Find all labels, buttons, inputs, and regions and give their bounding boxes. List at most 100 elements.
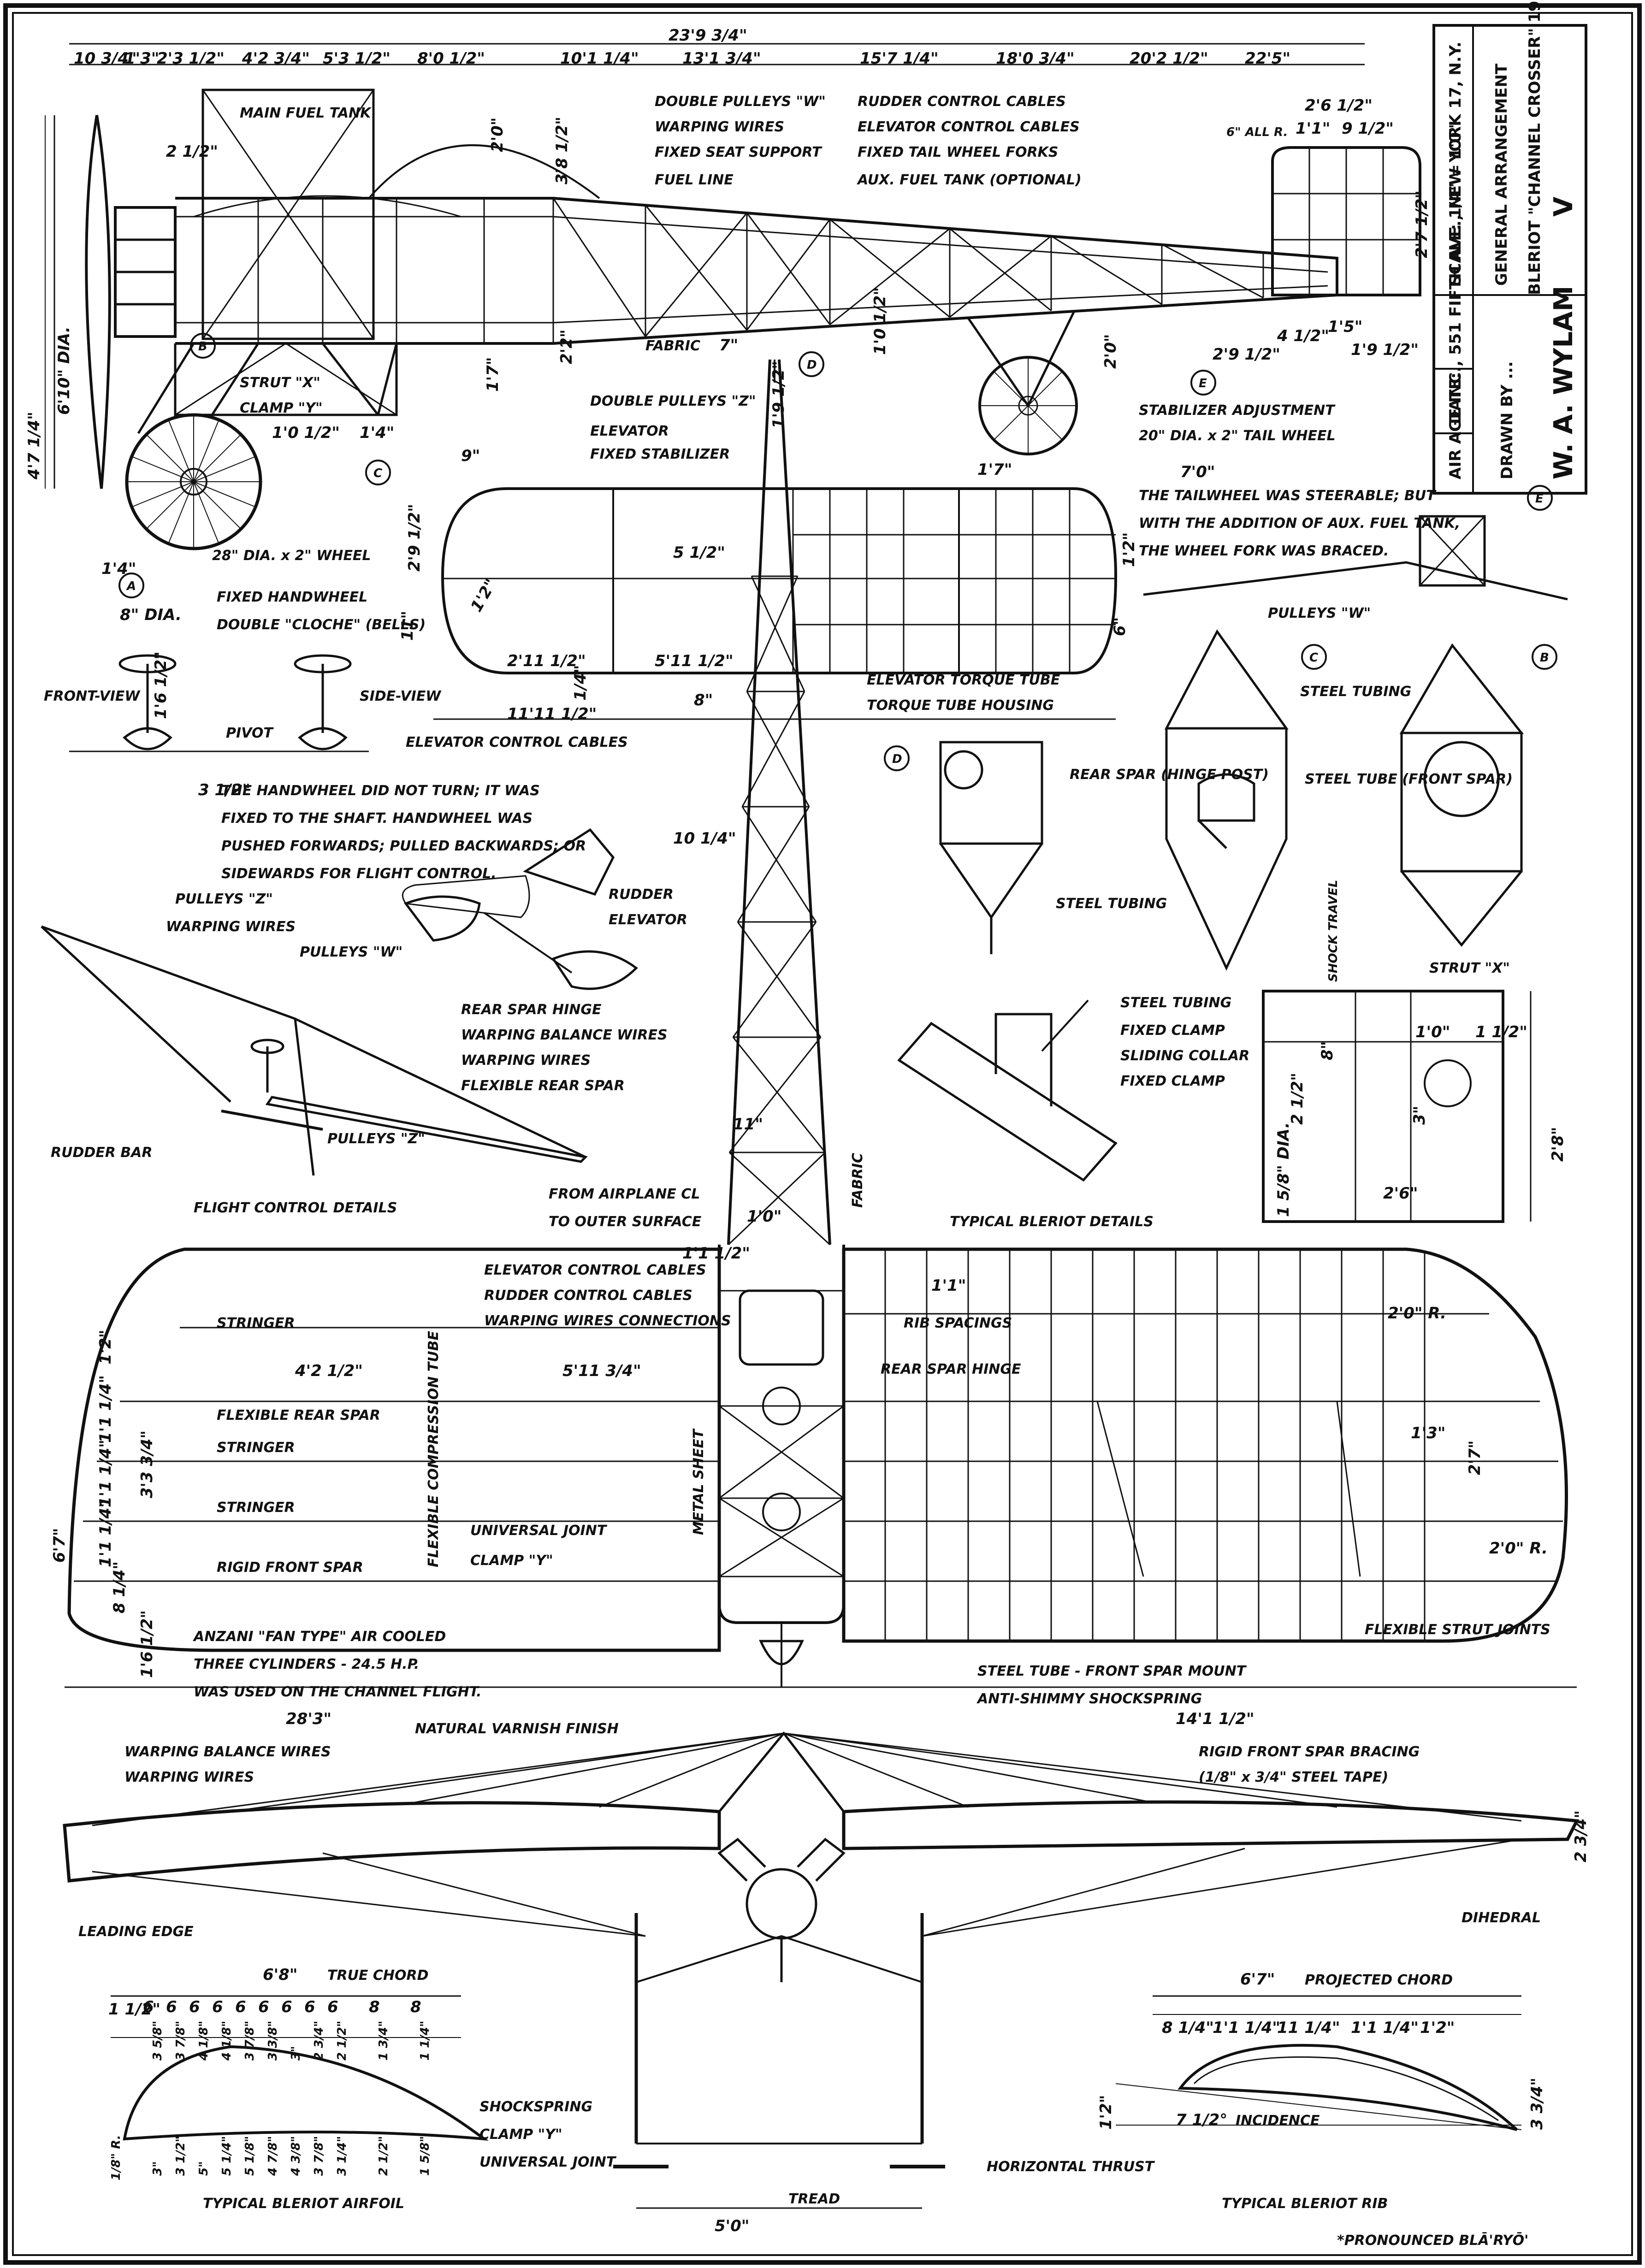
dim-top-6: 8'0 1/2" — [417, 49, 485, 68]
airfoil-title: TYPICAL BLERIOT AIRFOIL — [203, 2196, 404, 2212]
dim-top-7: 10'1 1/4" — [560, 49, 639, 68]
label-flexible-rear-spar: FLEXIBLE REAR SPAR — [461, 1078, 625, 1094]
label-flexible-rear-spar: FLEXIBLE REAR SPAR — [217, 1407, 380, 1423]
dim-td-6: 2'8" — [1549, 1127, 1567, 1162]
dim-elev-4: 1'2" — [467, 576, 500, 615]
label-flexible-strut-joints: FLEXIBLE STRUT JOINTS — [1365, 1622, 1550, 1638]
dim-side-12: 2'0" — [1101, 334, 1120, 369]
label-wp-elevator-cables: ELEVATOR CONTROL CABLES — [484, 1262, 706, 1278]
label-wp-warping-connections: WARPING WIRES CONNECTIONS — [484, 1313, 731, 1329]
label-wp-rudder-cables: RUDDER CONTROL CABLES — [484, 1288, 692, 1304]
title-block: AIR AGE INC., 551 FIFTH AVE., NEW YORK 1… — [1432, 0, 1587, 495]
dim-td-2: 1 1/2" — [1475, 1023, 1527, 1041]
dim-side-15: 4'7 1/4" — [25, 412, 43, 480]
elevator-plan — [433, 487, 1118, 720]
label-shockspring: SHOCKSPRING — [479, 2099, 592, 2115]
dim-td-1: 1'0" — [1415, 1023, 1450, 1041]
dim-side-22: 2 1/2" — [166, 142, 218, 161]
label-torque-tube-housing: TORQUE TUBE HOUSING — [867, 697, 1054, 714]
title-scale: SCALE: 1/4" = 1'0" — [1446, 124, 1465, 286]
label-pivot: PIVOT — [226, 725, 274, 741]
dim-side-6: 6" ALL R. — [1226, 125, 1288, 139]
dim-wp-7: 1'2" — [96, 1330, 115, 1364]
dim-wp-19: 2'7" — [1466, 1441, 1484, 1475]
label-wp-fabric: FABRIC — [850, 1153, 866, 1208]
label-sec-steel-tubing: STEEL TUBING — [1300, 684, 1411, 700]
dim-wp-8: 1'1 1/4" — [96, 1375, 115, 1443]
title-publisher: AIR AGE INC., 551 FIFTH AVE., NEW YORK 1… — [1446, 41, 1465, 479]
label-pulleys-z: PULLEYS "Z" — [175, 891, 273, 907]
airfoil-le-radius: 1/8" R. — [109, 2135, 123, 2180]
label-main-fuel-tank: MAIN FUEL TANK — [240, 105, 372, 121]
label-fabric: FABRIC — [645, 338, 700, 354]
label-rudder-cables: RUDDER CONTROL CABLES — [858, 94, 1066, 110]
dim-elev-10: 8" — [694, 691, 713, 709]
sheet-border — [3, 3, 1642, 2265]
title-author: W. A. WYLAM — [1549, 286, 1579, 479]
rib-title: TYPICAL BLERIOT RIB — [1222, 2196, 1388, 2212]
flight-control-labels: PULLEYS "Z" WARPING WIRES PULLEYS "W" RU… — [51, 886, 687, 1216]
airfoil-bot-2: 5" — [197, 2161, 211, 2176]
label-main-wheel: 28" DIA. x 2" WHEEL — [212, 548, 371, 564]
rib-incidence: 7 1/2° — [1176, 2111, 1227, 2129]
airfoil-top-10: 1 1/4" — [418, 2021, 432, 2061]
label-anti-shimmy: ANTI-SHIMMY SHOCKSPRING — [976, 1691, 1202, 1707]
label-dihedral: DIHEDRAL — [1462, 1910, 1541, 1926]
title-arrangement: GENERAL ARRANGEMENT — [1492, 63, 1511, 286]
marker-c-side: C — [373, 467, 382, 480]
label-fv-warping-wires: WARPING WIRES — [124, 1769, 254, 1785]
airfoil-bot-4: 5 1/8" — [243, 2136, 257, 2176]
airfoil-bot-3: 5 1/4" — [220, 2136, 234, 2176]
airfoil-chord: 6'8" — [263, 1966, 297, 1984]
footnote-pronunciation: *PRONOUNCED BLĀ'RYŌ' — [1337, 2232, 1528, 2249]
dim-wp-5: 4'2 1/2" — [295, 1362, 363, 1380]
marker-e-side: E — [1199, 377, 1207, 390]
label-double-pulleys-z: DOUBLE PULLEYS "Z" — [590, 393, 756, 409]
section-views — [939, 629, 1524, 971]
label-sec-steel-tubing-2: STEEL TUBING — [1056, 896, 1167, 912]
airfoil-labels: TYPICAL BLERIOT AIRFOIL TRUE CHORD 6'8" … — [108, 1966, 432, 2212]
dim-wp-4: 1'1" — [931, 1276, 966, 1295]
label-rudder: RUDDER — [609, 886, 674, 903]
marker-d-sec: D — [892, 752, 902, 766]
label-universal-joint: UNIVERSAL JOINT — [470, 1523, 608, 1539]
dim-side-7: 2'7 1/2" — [1413, 190, 1431, 258]
airfoil-sp-11: 8 — [410, 1998, 421, 2016]
dim-top-5: 5'3 1/2" — [323, 49, 391, 68]
label-tail-wheel-forks: FIXED TAIL WHEEL FORKS — [858, 144, 1058, 160]
airfoil-sp-4: 6 — [212, 1998, 223, 2016]
side-view-markers — [118, 333, 1553, 598]
dim-hw-1: 8" DIA. — [120, 606, 182, 624]
title-date: DATE: — [1446, 372, 1465, 424]
front-view-labels: NATURAL VARNISH FINISH WARPING BALANCE W… — [78, 1721, 1590, 2235]
dim-top-9: 15'7 1/4" — [860, 49, 939, 68]
dim-wp-21: 10 1/4" — [673, 829, 736, 848]
dim-top-4: 4'2 3/4" — [242, 49, 310, 68]
rib-chord-label: PROJECTED CHORD — [1305, 1972, 1453, 1988]
dim-elev-8: 5'11 1/2" — [655, 652, 734, 670]
marker-c-sec: C — [1309, 651, 1318, 665]
dim-hw-3: 3 1/2" — [198, 781, 250, 799]
airfoil-top-3: 4 1/8" — [220, 2021, 234, 2061]
label-steel-tape: (1/8" x 3/4" STEEL TAPE) — [1199, 1769, 1388, 1785]
label-elevator-control-cables: ELEVATOR CONTROL CABLES — [406, 734, 628, 750]
dim-side-4: 1'1" — [1296, 119, 1330, 138]
dim-side-9: 1'9 1/2" — [1351, 341, 1419, 359]
dim-side-13: 1'0 1/2" — [272, 424, 340, 442]
marker-e-tail: E — [1535, 492, 1544, 506]
airfoil-bot-9: 2 1/2" — [377, 2136, 391, 2176]
label-td-fixed-clamp-2: FIXED CLAMP — [1120, 1073, 1225, 1089]
label-rib-spacings: RIB SPACINGS — [904, 1315, 1012, 1331]
label-double-pulleys-w: DOUBLE PULLEYS "W" — [655, 94, 826, 110]
label-td-steel-tubing: STEEL TUBING — [1120, 995, 1231, 1011]
side-view-marker-letters: B D E C A E — [126, 340, 1544, 593]
airfoil-top-6: 3" — [289, 2046, 303, 2061]
dim-wp-11: 1'1 1/4" — [96, 1500, 115, 1567]
dim-td-5: 2 1/2" — [1288, 1073, 1307, 1125]
title-aircraft: BLERIOT "CHANNEL CROSSER" 1909 — [1526, 0, 1544, 295]
label-fuel-line: FUEL LINE — [655, 172, 734, 188]
airfoil-sp-8: 6 — [304, 1998, 315, 2016]
tail-wheel-brace-sketch — [1143, 515, 1568, 601]
label-elevator: ELEVATOR — [590, 423, 669, 439]
